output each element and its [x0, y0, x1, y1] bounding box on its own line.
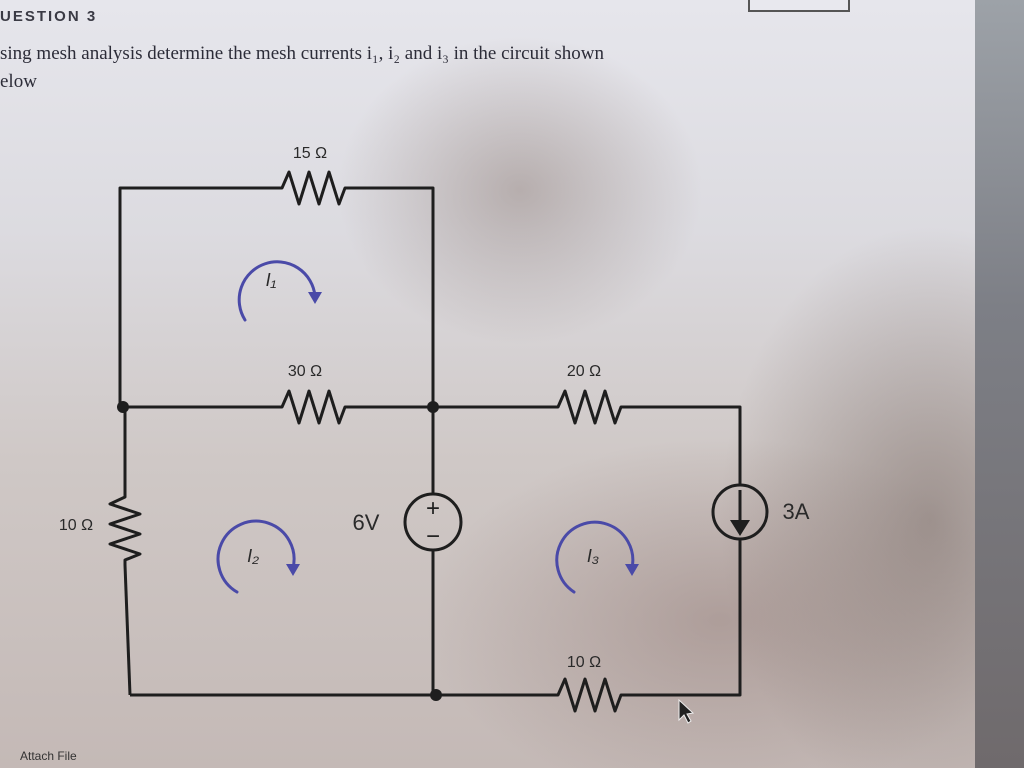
label-r-left: 10 Ω [59, 517, 93, 534]
voltage-minus-sign: − [426, 523, 440, 550]
wire-mid-right [628, 405, 742, 485]
label-mesh-i3: I₃ [587, 546, 599, 566]
question-number: UESTION 3 [0, 8, 98, 25]
junctions [117, 401, 442, 701]
resistor-30-zigzag [272, 389, 352, 425]
label-voltage: 6V [353, 510, 380, 535]
junction-bottom [430, 689, 442, 701]
question-text: sing mesh analysis determine the mesh cu… [0, 40, 604, 96]
label-r-mid-left: 30 Ω [288, 363, 322, 380]
resistor-15-zigzag [272, 170, 352, 206]
mesh-i3-arrowhead-icon [625, 564, 639, 576]
mesh-i1-arrowhead-icon [308, 292, 322, 304]
resistor-10-left-zigzag [108, 490, 142, 565]
wire-top-right [352, 186, 435, 407]
attach-file-link[interactable]: Attach File [20, 749, 77, 763]
resistor-10-bottom-zigzag [548, 677, 628, 713]
label-current: 3A [783, 499, 810, 524]
mesh-arrows [216, 260, 635, 594]
label-r-bottom: 10 Ω [567, 654, 601, 671]
wires [108, 170, 742, 713]
labels: 15 Ω 30 Ω 20 Ω 10 Ω 10 Ω 6V 3A I₁ I₂ I₃ [59, 145, 810, 671]
label-r-top: 15 Ω [293, 145, 327, 162]
label-mesh-i1: I₁ [266, 270, 277, 290]
label-r-mid-right: 20 Ω [567, 363, 601, 380]
voltage-source: + − [403, 492, 463, 552]
mouse-cursor-icon [678, 698, 695, 724]
mesh-arrowheads [286, 292, 639, 576]
wire-bottom-right [628, 540, 742, 697]
wire-top-left [118, 186, 272, 407]
question-line-1: sing mesh analysis determine the mesh cu… [0, 43, 604, 64]
question-line-2: elow [0, 71, 37, 92]
mesh-i2-arrow-icon [216, 519, 296, 594]
label-mesh-i2: I₂ [247, 546, 259, 566]
junction-center [427, 401, 439, 413]
current-arrow-down-icon [730, 520, 750, 536]
mesh-i1-arrow-icon [237, 260, 317, 322]
screen-edge [975, 0, 1024, 768]
mesh-i3-arrow-icon [555, 520, 635, 594]
wire-left-lower [123, 564, 132, 696]
junction-left [117, 401, 129, 413]
current-source [711, 483, 769, 541]
resistor-20-zigzag [548, 389, 628, 425]
mesh-i2-arrowhead-icon [286, 564, 300, 576]
points-box [748, 0, 850, 12]
voltage-plus-sign: + [426, 495, 440, 522]
